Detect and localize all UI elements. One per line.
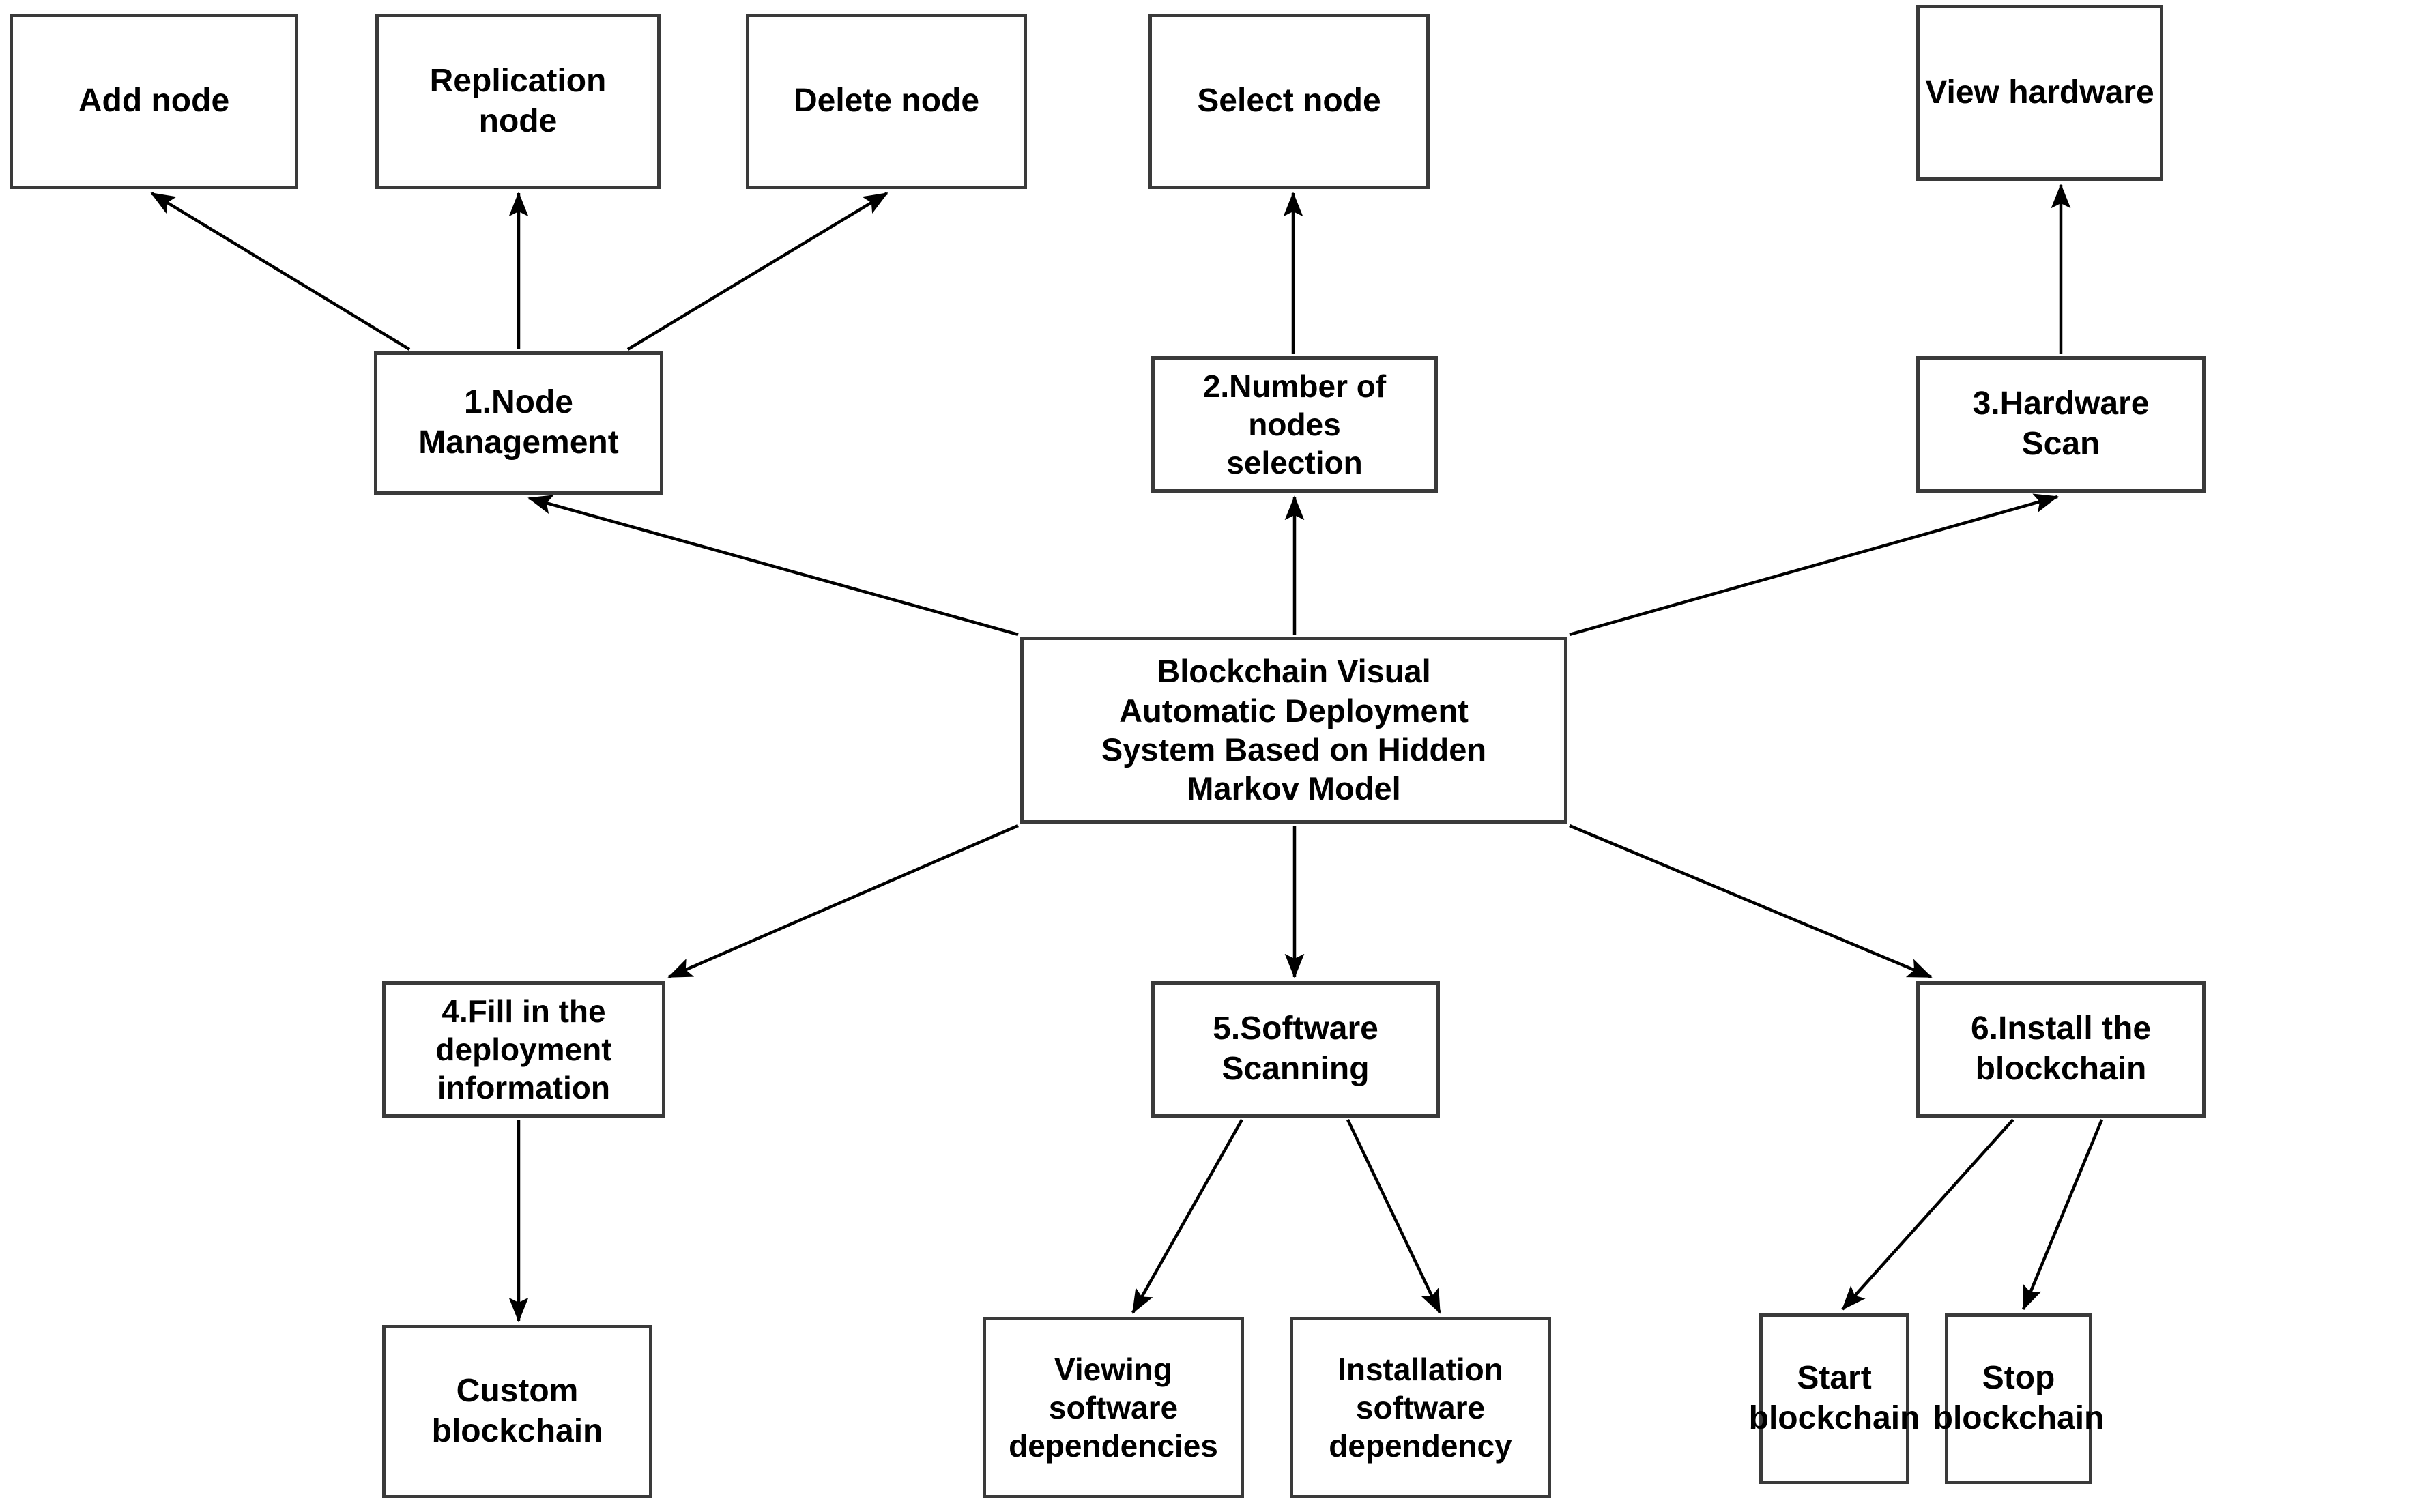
node-label-fill-deployment-info: 4.Fill in the deployment information <box>435 993 612 1106</box>
node-label-start-blockchain: Start blockchain <box>1748 1360 1920 1436</box>
edge-e-c-inst <box>1569 824 1933 979</box>
node-node-management[interactable]: 1.Node Management <box>374 351 663 495</box>
node-delete-node[interactable]: Delete node <box>746 14 1027 189</box>
node-software-scanning[interactable]: 5.Software Scanning <box>1151 981 1440 1118</box>
node-start-blockchain[interactable]: Start blockchain <box>1749 1313 1920 1484</box>
node-central-system[interactable]: Blockchain Visual Automatic Deployment S… <box>1020 637 1567 824</box>
node-label-stop-blockchain: Stop blockchain <box>1933 1360 2105 1436</box>
node-label-install-blockchain: 6.Install the blockchain <box>1970 1011 2152 1087</box>
edge-e-c-nm <box>527 495 1019 637</box>
node-label-delete-node: Delete node <box>793 83 980 119</box>
node-installation-dependency[interactable]: Installation software dependency <box>1290 1317 1551 1498</box>
node-number-of-nodes[interactable]: 2.Number of nodes selection <box>1151 356 1438 493</box>
node-label-node-management: 1.Node Management <box>418 384 619 461</box>
node-add-node[interactable]: Add node <box>10 14 298 189</box>
edge-e-ib-stop <box>2021 1119 2104 1311</box>
node-label-number-of-nodes: 2.Number of nodes selection <box>1202 368 1387 481</box>
node-label-replication-node: Replication node <box>429 62 607 139</box>
edge-e-ss-view <box>1131 1118 1243 1314</box>
edge-e-ss-inst <box>1346 1119 1442 1314</box>
node-label-add-node: Add node <box>78 83 230 119</box>
node-label-software-scanning: 5.Software Scanning <box>1213 1011 1378 1087</box>
node-viewing-dependencies[interactable]: Viewing software dependencies <box>983 1317 1244 1498</box>
node-hardware-scan[interactable]: 3.Hardware Scan <box>1916 356 2206 493</box>
edge-e-c-fill <box>667 824 1019 979</box>
node-label-custom-blockchain: Custom blockchain <box>431 1373 603 1449</box>
node-view-hardware[interactable]: View hardware <box>1916 5 2163 181</box>
edge-e-nm-del <box>626 192 888 351</box>
node-custom-blockchain[interactable]: Custom blockchain <box>382 1325 652 1498</box>
node-label-select-node: Select node <box>1197 83 1381 119</box>
node-label-installation-dependency: Installation software dependency <box>1329 1351 1512 1464</box>
edge-e-ib-start <box>1841 1118 2014 1311</box>
edge-group <box>150 184 2104 1322</box>
node-label-hardware-scan: 3.Hardware Scan <box>1972 386 2150 462</box>
edge-e-c-hs <box>1569 493 2059 637</box>
node-fill-deployment-info[interactable]: 4.Fill in the deployment information <box>382 981 665 1118</box>
node-label-view-hardware: View hardware <box>1925 74 2154 111</box>
node-select-node[interactable]: Select node <box>1148 14 1430 189</box>
node-stop-blockchain[interactable]: Stop blockchain <box>1933 1313 2104 1484</box>
node-replication-node[interactable]: Replication node <box>375 14 661 189</box>
node-label-viewing-dependencies: Viewing software dependencies <box>1009 1351 1218 1464</box>
node-install-blockchain[interactable]: 6.Install the blockchain <box>1916 981 2206 1118</box>
edge-e-nm-add <box>150 192 411 351</box>
node-label-central-system: Blockchain Visual Automatic Deployment S… <box>1101 653 1487 807</box>
